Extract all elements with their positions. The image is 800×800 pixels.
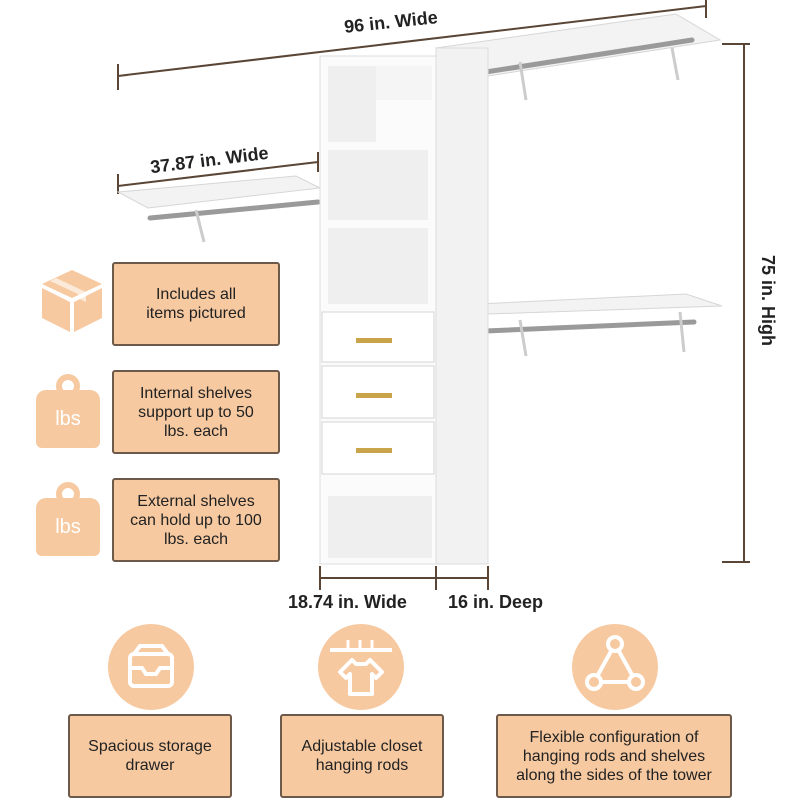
hanger-icon: [318, 624, 404, 710]
tower-unit: [319, 47, 489, 565]
tower-width-dimension-line: [319, 566, 489, 590]
left-shelf: [116, 175, 322, 243]
top-right-shelf: [434, 13, 722, 101]
weight-label: lbs: [55, 516, 81, 538]
feature-box-storage-drawer: Spacious storage drawer: [68, 714, 232, 798]
height-dimension-line: [722, 43, 750, 563]
feature-text: Spacious storage drawer: [88, 738, 212, 774]
weight-icon: lbs: [36, 482, 100, 556]
feature-text: Adjustable closet hanging rods: [301, 738, 423, 774]
feature-box-flexible-configuration: Flexible configuration of hanging rods a…: [496, 714, 732, 798]
left-shelf-dimension-line: [117, 152, 319, 194]
box-icon: [42, 270, 102, 332]
tower-width-label: 18.74 in. Wide: [288, 592, 407, 612]
weight-icon: lbs: [36, 374, 100, 448]
feature-text: Includes all items pictured: [146, 286, 246, 322]
feature-box-external-shelves: External shelves can hold up to 100 lbs.…: [112, 478, 280, 562]
feature-box-internal-shelves: Internal shelves support up to 50 lbs. e…: [112, 370, 280, 454]
feature-box-all-items: Includes all items pictured: [112, 262, 280, 346]
triangle-nodes-icon: [572, 624, 658, 710]
height-label: 75 in. High: [758, 254, 779, 347]
feature-box-hanging-rods: Adjustable closet hanging rods: [280, 714, 444, 798]
feature-text: Flexible configuration of hanging rods a…: [516, 728, 712, 784]
feature-text: External shelves can hold up to 100 lbs.…: [130, 492, 262, 548]
depth-label: 16 in. Deep: [448, 592, 544, 612]
feature-text: Internal shelves support up to 50 lbs. e…: [138, 384, 254, 440]
weight-label: lbs: [55, 408, 81, 430]
storage-tray-icon: [108, 624, 194, 710]
total-width-dimension-line: [117, 0, 707, 90]
